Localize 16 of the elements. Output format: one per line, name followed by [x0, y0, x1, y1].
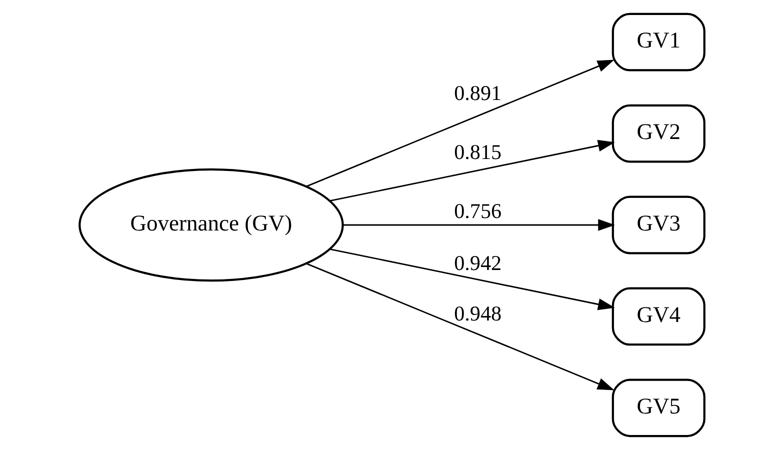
node-box: GV2 [611, 104, 705, 163]
arrow [306, 262, 614, 390]
edge-label: 0.891 [454, 80, 502, 105]
node-box: GV3 [611, 196, 705, 254]
node-box: GV5 [611, 378, 705, 438]
node-box: GV4 [611, 287, 705, 346]
arrow [306, 60, 614, 188]
edge-label: 0.942 [454, 251, 502, 276]
node-box: GV1 [611, 12, 705, 72]
edge-label: 0.948 [454, 302, 502, 326]
edge-label: 0.815 [454, 140, 502, 164]
node-ellipse: Governance (GV) [78, 168, 344, 282]
arrow [329, 140, 614, 202]
arrow [329, 248, 614, 310]
edge-label: 0.756 [454, 198, 502, 223]
arrow [342, 219, 615, 231]
